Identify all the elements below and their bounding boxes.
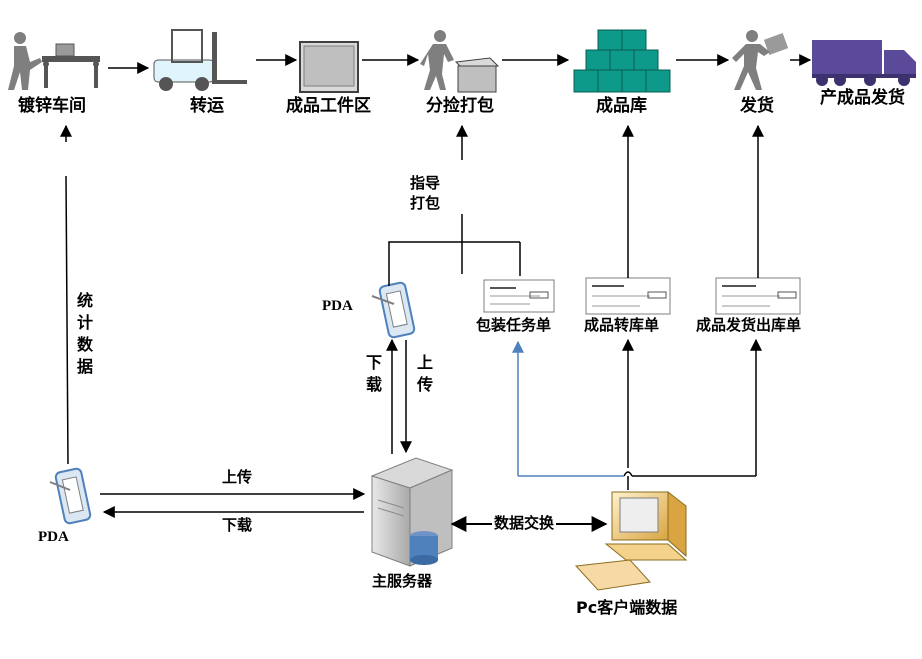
pda-device-top: [371, 281, 416, 339]
pc-to-docs-arrows: [512, 338, 762, 490]
label-warehouse: 成品库: [596, 96, 647, 116]
label-packing-task: 包装任务单: [476, 316, 552, 334]
finished-area-icon: [299, 41, 359, 93]
label-upload-vertical: 上传: [416, 353, 433, 394]
label-transport: 转运: [190, 96, 224, 116]
forklift-icon: [153, 29, 247, 91]
label-data-exchange: 数据交换: [492, 514, 557, 532]
docs-to-process-arrows: [622, 124, 764, 278]
transfer-order-doc-icon: [585, 277, 671, 315]
outbound-order-doc-icon: [715, 277, 801, 315]
label-guide-pack-1: 指导: [410, 174, 441, 192]
process-flow-arrows: [108, 54, 812, 74]
label-upload-horizontal: 上传: [222, 468, 253, 486]
galvanizing-worker-icon: [8, 32, 100, 90]
label-shipped: 产成品发货: [820, 88, 905, 108]
label-transfer-order: 成品转库单: [584, 316, 660, 334]
packing-doc-to-sort-line: [462, 241, 521, 276]
truck-icon: [812, 40, 916, 86]
label-guide-pack-2: 打包: [410, 194, 441, 212]
main-server-icon: [370, 457, 454, 567]
label-pda-bottom: PDA: [38, 529, 69, 545]
label-download-horizontal: 下载: [222, 516, 253, 534]
guide-pack-arrow: [388, 124, 468, 286]
pda-server-sync-arrows: [100, 488, 366, 518]
label-main-server: 主服务器: [372, 572, 433, 590]
pda-top-server-arrows: [386, 338, 412, 454]
label-pc-client: Pc客户端数据: [576, 598, 678, 617]
sort-pack-icon: [420, 30, 500, 93]
shipping-worker-icon: [732, 30, 789, 90]
label-finished-area: 成品工件区: [286, 96, 371, 116]
packing-task-doc-icon: [483, 279, 555, 313]
pda-device-left: [49, 467, 92, 525]
label-stats-data: 统计数据: [76, 291, 93, 376]
label-sort-pack: 分捡打包: [426, 96, 494, 116]
pc-client-icon: [574, 490, 688, 591]
warehouse-boxes-icon: [573, 29, 671, 93]
label-download-vertical: 下载: [365, 353, 382, 394]
label-shipping: 发货: [740, 96, 774, 116]
label-outbound-order: 成品发货出库单: [696, 316, 802, 334]
label-pda-top: PDA: [322, 298, 353, 314]
stats-data-arrow: [60, 124, 72, 465]
label-galvanizing: 镀锌车间: [18, 96, 86, 116]
